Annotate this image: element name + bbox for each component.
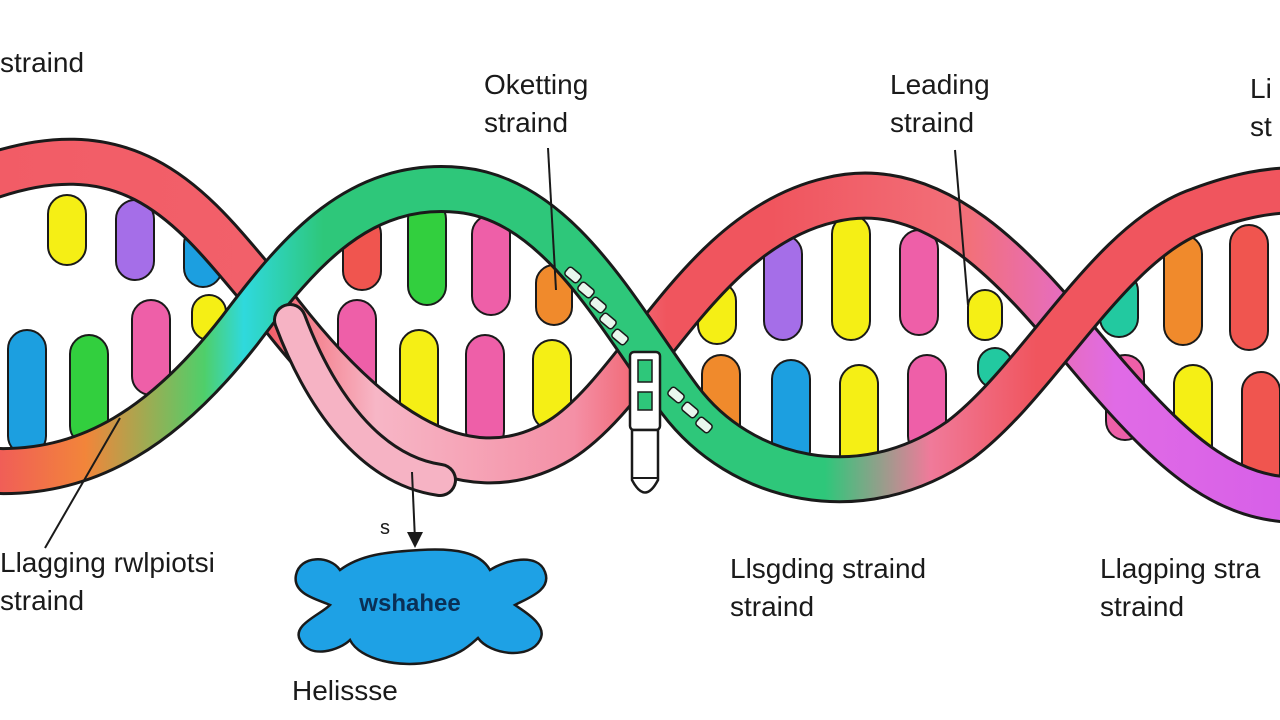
fork-tooth xyxy=(564,266,582,284)
fork-tooth xyxy=(589,296,607,314)
label-line: Leading xyxy=(890,69,990,100)
label-leading-strand: Leading straind xyxy=(890,66,990,142)
pointer-mark-s: s xyxy=(380,517,390,539)
label-lagging-strand-left: Llagging rwlpiotsi straind xyxy=(0,544,215,620)
base-pair xyxy=(967,289,1003,341)
label-line: st xyxy=(1250,111,1272,142)
label-line: Llsgding straind xyxy=(730,553,927,584)
enzyme-label: wshahee xyxy=(359,590,461,617)
fork-tooth xyxy=(599,312,617,330)
base-pair xyxy=(407,199,447,306)
base-pair xyxy=(899,229,939,336)
label-line: Helissse xyxy=(292,675,398,706)
base-pair xyxy=(831,214,871,341)
label-line: straind xyxy=(730,591,815,622)
pointer-line xyxy=(44,417,121,549)
fork-tooth xyxy=(681,401,699,419)
base-pair xyxy=(471,214,511,316)
replication-clamp-icon xyxy=(628,350,662,494)
label-far-right-top: Li st xyxy=(1250,70,1272,146)
fork-tooth xyxy=(667,386,685,404)
label-line: straind xyxy=(0,585,85,616)
label-line: straind xyxy=(484,107,569,138)
label-line: Oketting xyxy=(484,69,589,100)
label-pointers xyxy=(44,147,969,549)
label-line: straind xyxy=(890,107,975,138)
pointer-line xyxy=(411,471,416,541)
base-pair xyxy=(7,329,47,456)
lagging-strand-segment xyxy=(273,303,457,497)
base-pair xyxy=(115,199,155,281)
pointer-arrowhead xyxy=(407,532,423,548)
label-line: straind xyxy=(1100,591,1185,622)
label-lagping-strand-right: Llagping stra straind xyxy=(1100,550,1260,626)
pointer-line xyxy=(547,147,557,291)
fork-tooth xyxy=(577,281,595,299)
label-line: Llagping stra xyxy=(1100,553,1261,584)
label-lsgding-strand-center: Llsgding straind straind xyxy=(730,550,926,626)
unwinding-fork-teeth xyxy=(564,266,713,434)
label-line: straind xyxy=(0,47,85,78)
label-helicase: Helissse xyxy=(292,672,398,710)
base-pair xyxy=(47,194,87,266)
fork-tooth xyxy=(611,328,629,346)
pointer-line xyxy=(954,149,969,306)
label-straind-top-left: straind xyxy=(0,44,84,82)
base-pair xyxy=(1229,224,1269,351)
label-line: Llagging rwlpiotsi xyxy=(0,547,215,578)
fork-tooth xyxy=(695,416,713,434)
base-pair xyxy=(465,334,505,451)
label-oketting-strand: Oketting straind xyxy=(484,66,588,142)
helicase-enzyme-icon xyxy=(294,548,548,666)
label-line: Li xyxy=(1250,73,1272,104)
